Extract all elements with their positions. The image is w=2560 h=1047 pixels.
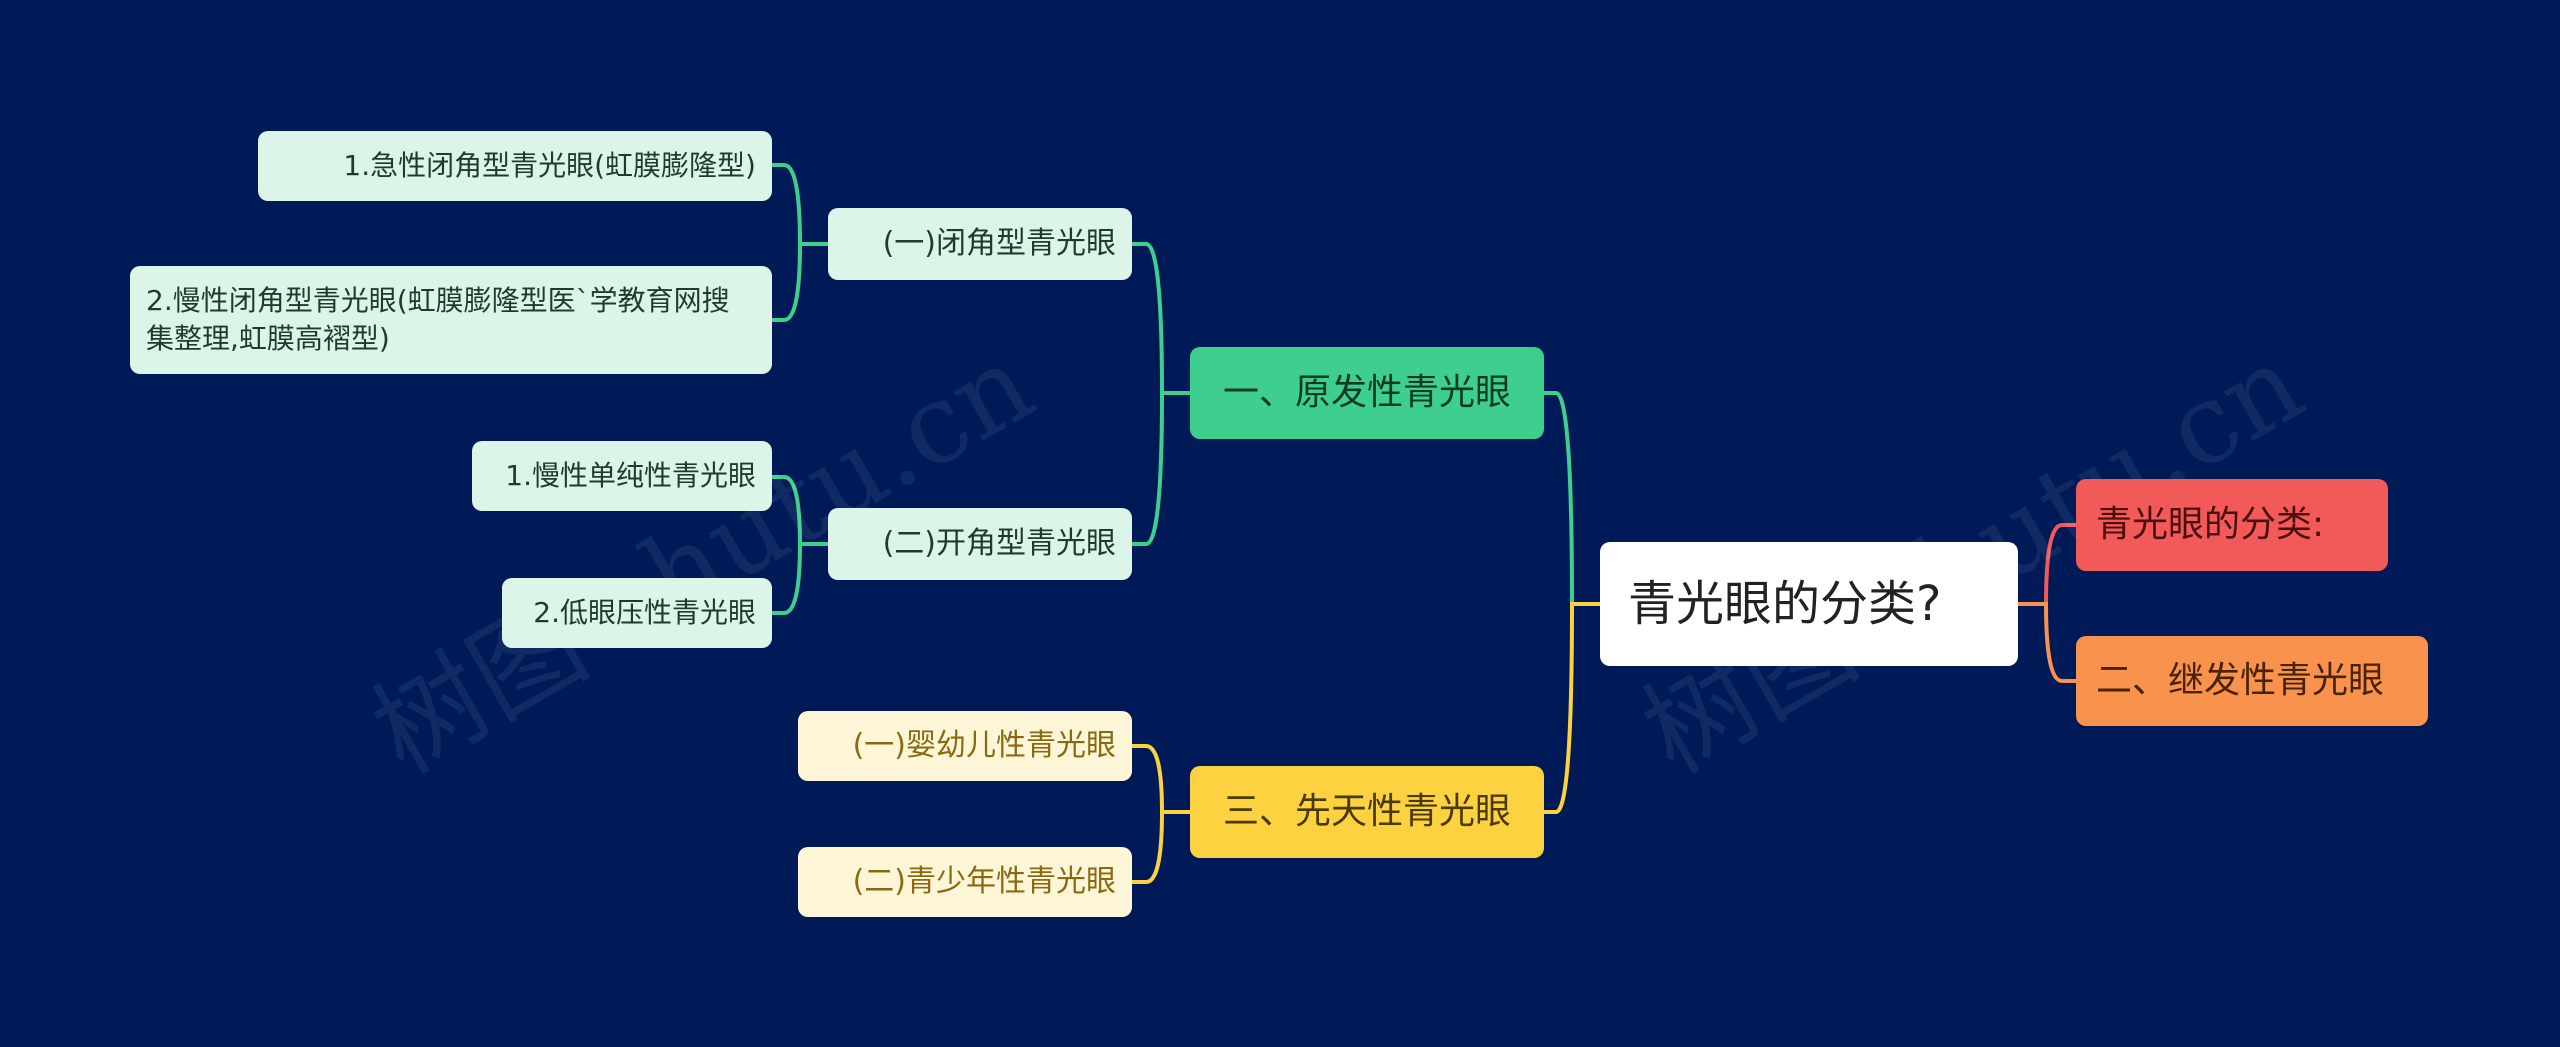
link-congenital-sub2 <box>1130 810 1192 884</box>
link-closed-leaf1 <box>770 163 830 246</box>
link-primary-closed <box>1130 242 1192 395</box>
node-infantile[interactable]: (一)婴幼儿性青光眼 <box>798 711 1132 781</box>
link-root-congenital <box>1542 602 1602 814</box>
node-angle-closure[interactable]: (一)闭角型青光眼 <box>828 208 1132 280</box>
link-root-orange <box>2016 602 2078 683</box>
node-open-angle[interactable]: (二)开角型青光眼 <box>828 508 1132 580</box>
root-node[interactable]: 青光眼的分类? <box>1600 542 2018 666</box>
node-secondary-glaucoma[interactable]: 二、继发性青光眼 <box>2076 636 2428 726</box>
node-acute-angle-closure[interactable]: 1.急性闭角型青光眼(虹膜膨隆型) <box>258 131 772 201</box>
node-low-tension[interactable]: 2.低眼压性青光眼 <box>502 578 772 648</box>
node-classification-heading[interactable]: 青光眼的分类: <box>2076 479 2388 571</box>
node-juvenile[interactable]: (二)青少年性青光眼 <box>798 847 1132 917</box>
node-primary-glaucoma[interactable]: 一、原发性青光眼 <box>1190 347 1544 439</box>
link-open-leaf2 <box>770 542 830 615</box>
link-primary-open <box>1130 391 1192 546</box>
link-root-red <box>2016 523 2078 606</box>
node-congenital-glaucoma[interactable]: 三、先天性青光眼 <box>1190 766 1544 858</box>
link-root-primary <box>1542 391 1602 606</box>
link-closed-leaf2 <box>770 242 830 322</box>
link-open-leaf1 <box>770 475 830 546</box>
link-congenital-sub1 <box>1130 744 1192 814</box>
node-chronic-simple[interactable]: 1.慢性单纯性青光眼 <box>472 441 772 511</box>
node-chronic-angle-closure[interactable]: 2.慢性闭角型青光眼(虹膜膨隆型医`学教育网搜集整理,虹膜高褶型) <box>130 266 772 374</box>
